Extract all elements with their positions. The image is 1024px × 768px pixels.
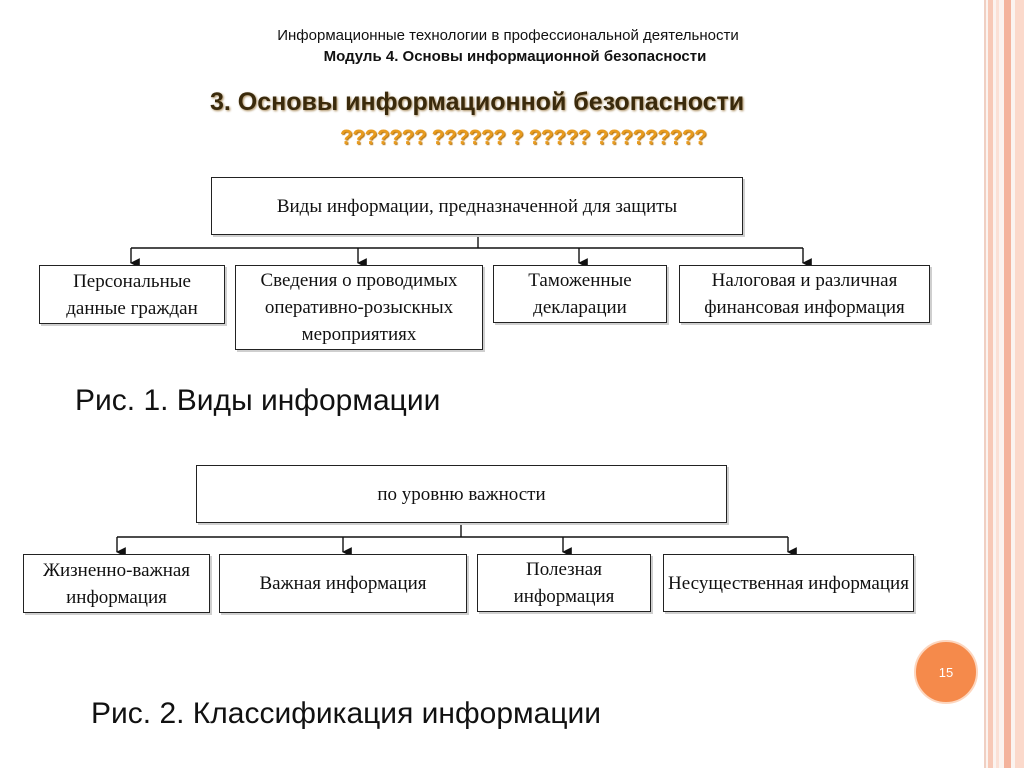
- figure-1-caption: Рис. 1. Виды информации: [75, 384, 441, 417]
- connector-lines: [116, 234, 812, 557]
- slide-subtitle: ??????? ?????? ? ????? ?????????: [340, 126, 707, 149]
- d1-child-box-financial-info: Налоговая и различная финансовая информа…: [679, 265, 930, 323]
- module-header: Модуль 4. Основы информационной безопасн…: [323, 48, 707, 65]
- slide-title: 3. Основы информационной безопасности: [210, 88, 745, 116]
- d1-child-box-operative-info: Сведения о проводимых оперативно-розыскн…: [235, 265, 483, 350]
- d2-child-box-vital: Жизненно-важная информация: [23, 554, 210, 613]
- d2-child-box-useful: Полезная информация: [477, 554, 651, 612]
- d2-child-box-insignificant: Несущественная информация: [663, 554, 914, 612]
- d1-child-box-customs-declarations: Таможенные декларации: [493, 265, 667, 323]
- slide: [0, 0, 986, 768]
- d1-child-box-personal-data: Персональные данные граждан: [39, 265, 225, 324]
- course-header: Информационные технологии в профессионал…: [277, 27, 739, 44]
- d2-child-box-important: Важная информация: [219, 554, 467, 613]
- page-number-badge: 15: [914, 640, 978, 704]
- d2-root-box: по уровню важности: [196, 465, 727, 523]
- figure-2-caption: Рис. 2. Классификация информации: [91, 697, 602, 730]
- d1-root-box: Виды информации, предназначенной для защ…: [211, 177, 743, 235]
